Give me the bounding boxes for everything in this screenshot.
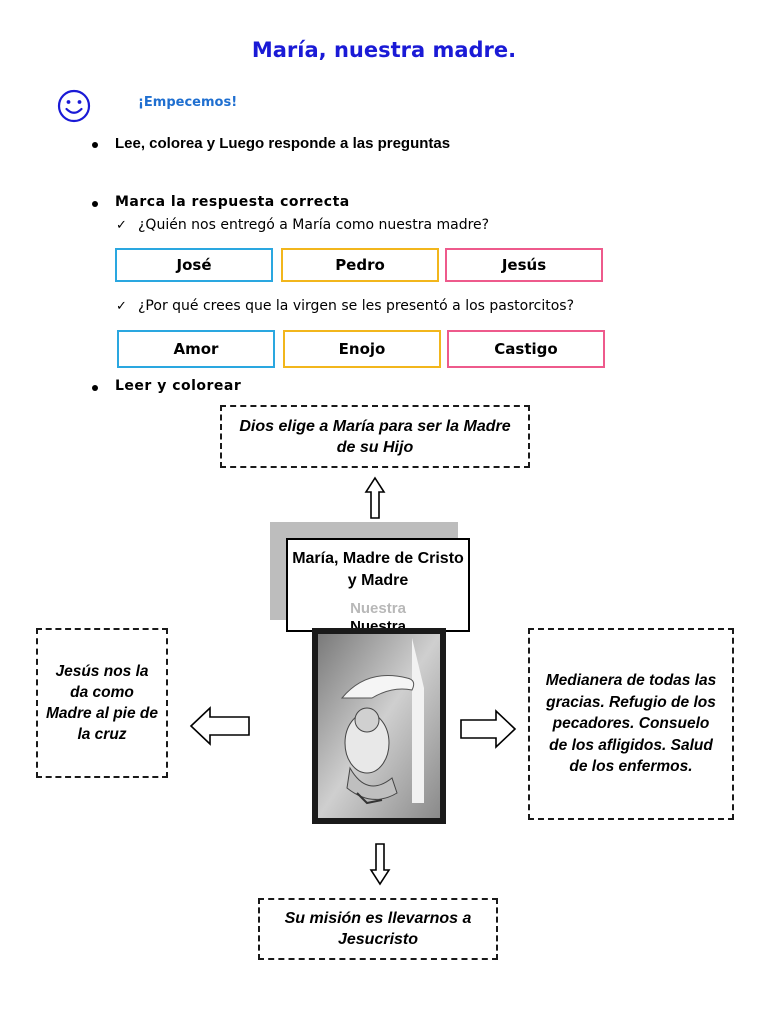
check-mark-icon: ✓	[116, 217, 127, 232]
instruction-mark-answer: Marca la respuesta correcta	[115, 194, 350, 210]
bullet-dot-icon	[92, 142, 98, 148]
instruction-read-color: Lee, colorea y Luego responde a las preg…	[115, 135, 451, 152]
option-pedro[interactable]: Pedro	[281, 248, 439, 282]
arrow-up-icon	[364, 476, 386, 519]
question-2-text: ¿Por qué crees que la virgen se les pres…	[138, 298, 575, 314]
intro-label: ¡Empecemos!	[138, 95, 238, 110]
bullet-dot-icon	[92, 385, 98, 391]
option-jose[interactable]: José	[115, 248, 273, 282]
arrow-down-icon	[369, 843, 391, 886]
diagram-top-box: Dios elige a María para ser la Madre de …	[220, 405, 530, 468]
virgin-mary-illustration	[312, 628, 446, 824]
diagram-left-box: Jesús nos la da como Madre al pie de la …	[36, 628, 168, 778]
arrow-right-icon	[460, 709, 517, 749]
option-amor[interactable]: Amor	[117, 330, 275, 368]
center-box: María, Madre de Cristo y Madre	[286, 538, 470, 632]
bullet-dot-icon	[92, 201, 98, 207]
option-enojo[interactable]: Enojo	[283, 330, 441, 368]
check-mark-icon: ✓	[116, 298, 127, 313]
arrow-left-icon	[189, 706, 250, 746]
diagram-right-box: Medianera de todas las gracias. Refugio …	[528, 628, 734, 820]
instruction-read-color-2: Leer y colorear	[115, 378, 242, 394]
page-title: María, nuestra madre.	[251, 38, 517, 62]
option-castigo[interactable]: Castigo	[447, 330, 605, 368]
smiley-face-icon	[57, 89, 91, 123]
option-jesus[interactable]: Jesús	[445, 248, 603, 282]
center-box-ghost-text: Nuestra	[350, 600, 406, 617]
diagram-bottom-box: Su misión es llevarnos a Jesucristo	[258, 898, 498, 960]
question-1-text: ¿Quién nos entregó a María como nuestra …	[138, 217, 490, 233]
